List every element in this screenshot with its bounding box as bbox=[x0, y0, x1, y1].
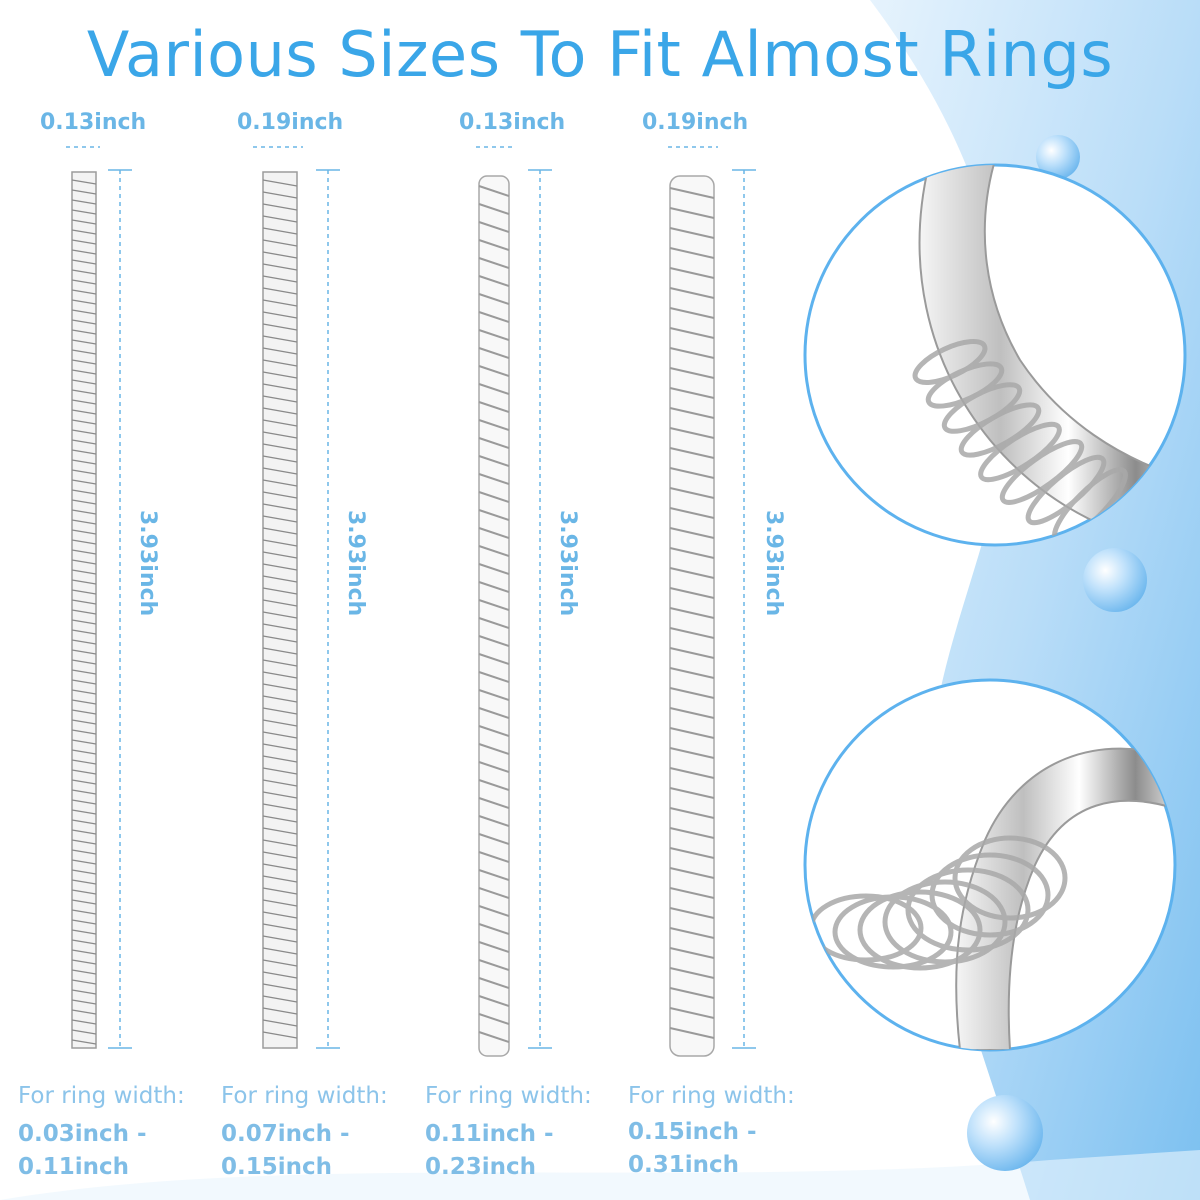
ring-width-range-end: 0.23inch bbox=[425, 1154, 537, 1180]
length-label: 3.93inch bbox=[135, 510, 160, 617]
zoom-circle-bottom bbox=[803, 678, 1177, 1052]
ring-width-range-start: 0.03inch - bbox=[18, 1121, 147, 1147]
length-label: 3.93inch bbox=[761, 510, 786, 617]
page-title: Various Sizes To Fit Almost Rings bbox=[86, 18, 1114, 91]
diameter-label: 0.13inch bbox=[459, 110, 566, 135]
ring-width-range-end: 0.31inch bbox=[628, 1152, 740, 1178]
ring-width-range-start: 0.11inch - bbox=[425, 1121, 554, 1147]
length-label: 3.93inch bbox=[555, 510, 580, 617]
ring-width-range-end: 0.15inch bbox=[221, 1154, 333, 1180]
bubble bbox=[967, 1095, 1043, 1171]
ring-width-label: For ring width: bbox=[18, 1083, 185, 1109]
ring-width-label: For ring width: bbox=[425, 1083, 592, 1109]
ring-width-label: For ring width: bbox=[628, 1083, 795, 1109]
ring-width-range-end: 0.11inch bbox=[18, 1154, 130, 1180]
coil-2 bbox=[262, 171, 298, 1049]
length-label: 3.93inch bbox=[343, 510, 368, 617]
coil-3 bbox=[478, 175, 510, 1057]
diameter-label: 0.13inch bbox=[40, 110, 147, 135]
ring-width-label: For ring width: bbox=[221, 1083, 388, 1109]
dimension-guides bbox=[66, 146, 756, 1049]
bubble bbox=[1036, 135, 1080, 179]
ring-width-range-start: 0.07inch - bbox=[221, 1121, 350, 1147]
bubble bbox=[1083, 548, 1147, 612]
coil-4 bbox=[669, 175, 715, 1057]
ring-width-range-start: 0.15inch - bbox=[628, 1119, 757, 1145]
diameter-label: 0.19inch bbox=[642, 110, 749, 135]
diameter-label: 0.19inch bbox=[237, 110, 344, 135]
coil-1 bbox=[71, 171, 97, 1049]
